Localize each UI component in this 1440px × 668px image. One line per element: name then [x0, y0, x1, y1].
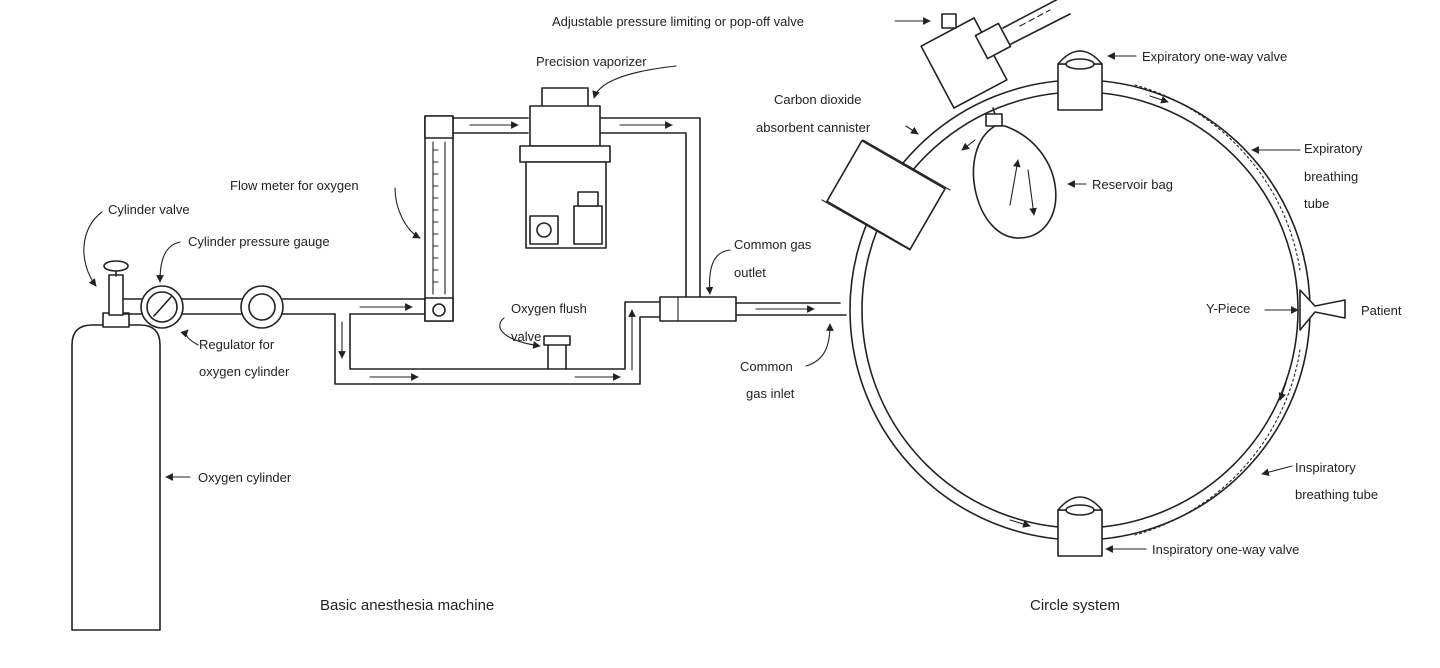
- leader-lines: [83, 17, 1301, 553]
- co2-absorbent-cannister: [821, 139, 951, 251]
- label-reservoir-bag: Reservoir bag: [1092, 177, 1173, 192]
- label-exp-tube-line2: breathing: [1304, 169, 1358, 184]
- label-expiratory-valve: Expiratory one-way valve: [1142, 49, 1287, 64]
- label-patient: Patient: [1361, 303, 1402, 318]
- label-cylinder-valve: Cylinder valve: [108, 202, 190, 217]
- oxygen-cylinder: [71, 312, 161, 631]
- label-oxygen-cylinder: Oxygen cylinder: [198, 470, 292, 485]
- apl-valve: [920, 0, 1071, 109]
- oxygen-flush-valve: [543, 335, 571, 370]
- expiratory-one-way-valve: [1057, 50, 1103, 111]
- label-insp-tube-line2: breathing tube: [1295, 487, 1378, 502]
- y-piece: [1299, 289, 1346, 331]
- reservoir-bag: [972, 107, 1057, 239]
- label-exp-tube-line1: Expiratory: [1304, 141, 1363, 156]
- label-y-piece: Y-Piece: [1206, 301, 1250, 316]
- oxygen-flush-pipe: [334, 301, 661, 385]
- label-co2-line1: Carbon dioxide: [774, 92, 861, 107]
- label-insp-tube-line1: Inspiratory: [1295, 460, 1356, 475]
- caption-machine: Basic anesthesia machine: [320, 597, 494, 614]
- fresh-gas-hose: [735, 302, 847, 316]
- label-insp-valve: Inspiratory one-way valve: [1152, 542, 1299, 557]
- oxygen-flow-meter: [424, 115, 454, 322]
- vaporizer-circuit-pipe: [452, 117, 701, 299]
- common-gas-outlet: [659, 296, 737, 322]
- precision-vaporizer: [519, 87, 611, 249]
- label-regulator-line1: Regulator for: [199, 337, 275, 352]
- cylinder-valve: [103, 260, 129, 316]
- label-apl-valve: Adjustable pressure limiting or pop-off …: [552, 14, 804, 29]
- label-regulator-line2: oxygen cylinder: [199, 364, 290, 379]
- label-flow-meter: Flow meter for oxygen: [230, 178, 359, 193]
- caption-circle: Circle system: [1030, 597, 1120, 614]
- label-flush-line1: Oxygen flush: [511, 301, 587, 316]
- label-cgo-line2: outlet: [734, 265, 766, 280]
- cylinder-pressure-gauge: [140, 285, 184, 329]
- label-cgi-line1: Common: [740, 359, 793, 374]
- label-cgi-line2: gas inlet: [746, 386, 795, 401]
- inspiratory-one-way-valve: [1057, 496, 1103, 557]
- label-flush-line2: valve: [511, 329, 541, 344]
- label-pressure-gauge: Cylinder pressure gauge: [188, 234, 330, 249]
- oxygen-regulator: [240, 285, 284, 329]
- label-precision-vaporizer: Precision vaporizer: [536, 54, 647, 69]
- label-cgo-line1: Common gas: [734, 237, 812, 252]
- label-exp-tube-line3: tube: [1304, 196, 1329, 211]
- label-co2-line2: absorbent cannister: [756, 120, 871, 135]
